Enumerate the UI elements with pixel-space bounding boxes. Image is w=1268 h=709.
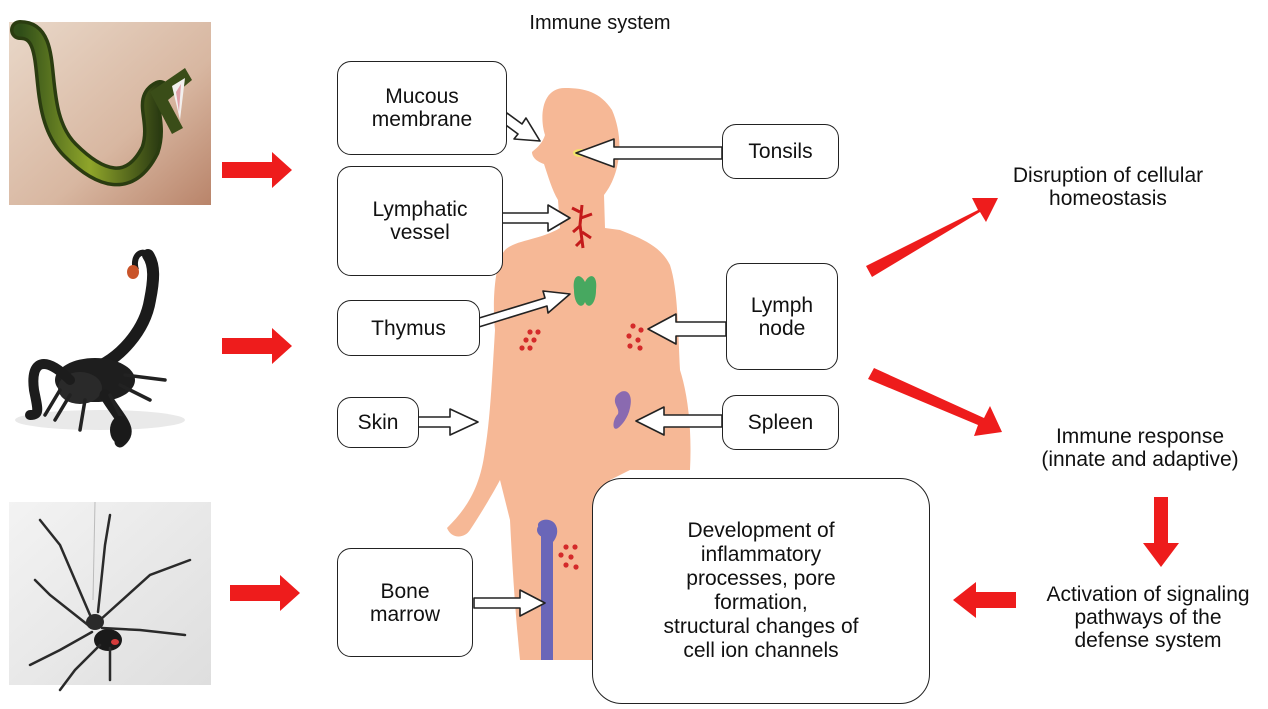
- diagram-title: Immune system: [480, 12, 720, 35]
- lymph-node-label: Lymph node: [751, 294, 813, 340]
- disruption-label: Disruption of cellular homeostasis: [978, 164, 1238, 210]
- tonsils-label: Tonsils: [748, 140, 812, 163]
- development-box: Development of inflammatory processes, p…: [592, 478, 930, 704]
- lymphatic-vessel-label: Lymphatic vessel: [373, 198, 468, 244]
- spider-photo: [9, 502, 211, 690]
- thymus-label: Thymus: [371, 317, 446, 340]
- arrow-activation-to-development: [953, 582, 1016, 618]
- lymph-node-box: Lymph node: [726, 263, 838, 370]
- bone-marrow-label: Bone marrow: [370, 580, 440, 626]
- skin-label: Skin: [358, 411, 399, 434]
- spleen-label: Spleen: [748, 411, 813, 434]
- activation-label: Activation of signaling pathways of the …: [1030, 583, 1266, 652]
- scorpion-photo: [15, 253, 185, 444]
- arrow-snake-to-body: [222, 152, 292, 188]
- spleen-box: Spleen: [722, 395, 839, 450]
- thymus-box: Thymus: [337, 300, 480, 356]
- development-label: Development of inflammatory processes, p…: [664, 519, 859, 663]
- arrow-scorpion-to-body: [222, 328, 292, 364]
- lymphatic-vessel-box: Lymphatic vessel: [337, 166, 503, 276]
- tonsils-box: Tonsils: [722, 124, 839, 179]
- immune-response-label: Immune response (innate and adaptive): [1025, 425, 1255, 471]
- arrow-response-to-activation: [1143, 497, 1179, 567]
- arrow-to-immune-response: [868, 368, 1002, 436]
- mucous-membrane-label: Mucous membrane: [372, 85, 472, 131]
- arrow-spider-to-body: [230, 575, 300, 611]
- snake-photo: [9, 22, 211, 205]
- bone-marrow-box: Bone marrow: [337, 548, 473, 657]
- skin-box: Skin: [337, 397, 419, 448]
- mucous-membrane-box: Mucous membrane: [337, 61, 507, 155]
